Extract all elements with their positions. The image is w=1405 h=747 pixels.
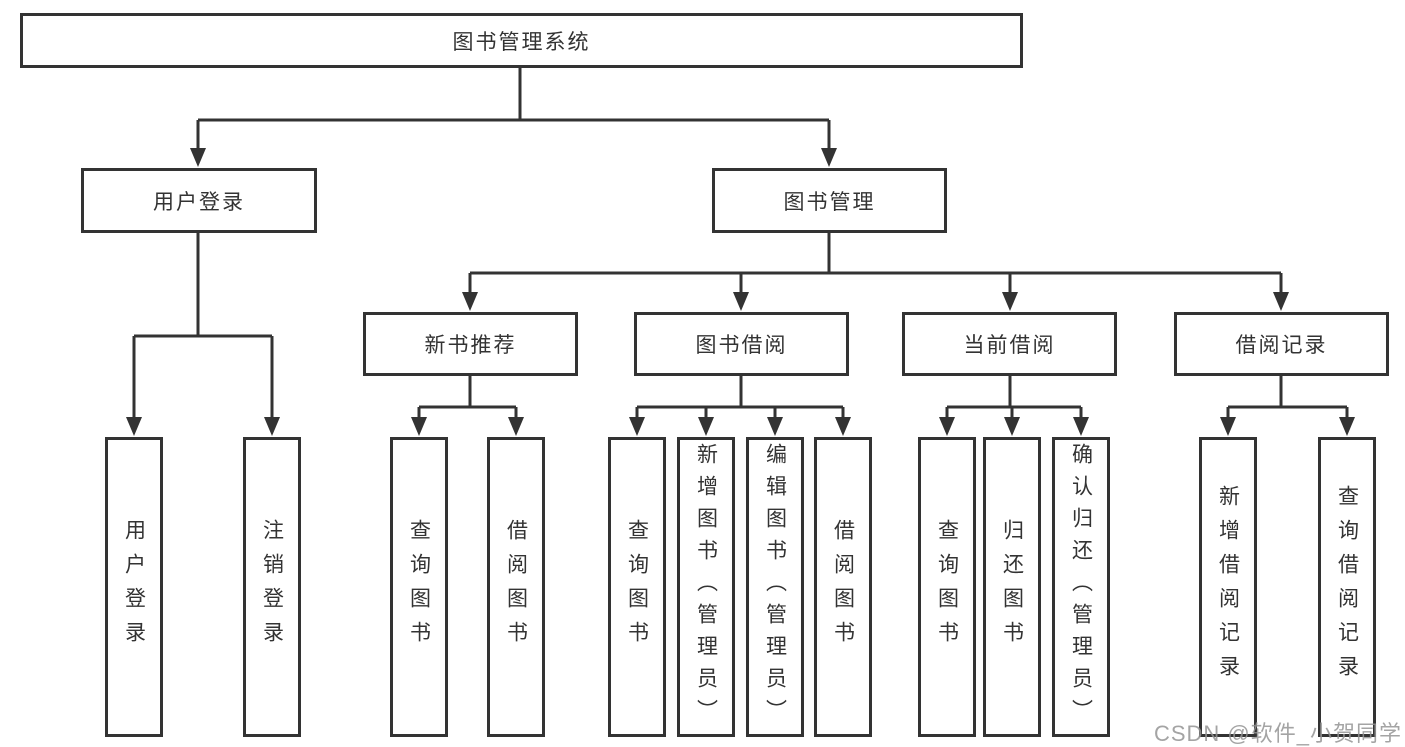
leaf-label: 用户登录 xyxy=(122,519,146,655)
leaf-label: 查询图书 xyxy=(625,519,649,655)
node-current-borrowing: 当前借阅 xyxy=(902,312,1117,376)
leaf-borrow-books-recommend: 借阅图书 xyxy=(487,437,545,737)
leaf-query-books-current: 查询图书 xyxy=(918,437,976,737)
leaf-label: 确认归还（管理员） xyxy=(1069,443,1093,731)
leaf-label: 归还图书 xyxy=(1000,519,1024,655)
leaf-user-login: 用户登录 xyxy=(105,437,163,737)
leaf-label: 编辑图书（管理员） xyxy=(763,443,787,731)
leaf-label: 查询图书 xyxy=(935,519,959,655)
node-library-management-system: 图书管理系统 xyxy=(20,13,1023,68)
node-label: 图书管理 xyxy=(783,190,876,214)
leaf-label: 查询图书 xyxy=(407,519,431,655)
node-label: 图书管理系统 xyxy=(452,30,591,54)
node-label: 图书借阅 xyxy=(695,334,788,357)
leaf-label: 查询借阅记录 xyxy=(1335,485,1359,689)
leaf-label: 新增图书（管理员） xyxy=(694,443,718,731)
node-user-login: 用户登录 xyxy=(81,168,317,233)
leaf-label: 借阅图书 xyxy=(831,519,855,655)
node-label: 新书推荐 xyxy=(424,334,517,357)
leaf-query-books-borrowing: 查询图书 xyxy=(608,437,666,737)
node-book-management: 图书管理 xyxy=(712,168,947,233)
leaf-logout: 注销登录 xyxy=(243,437,301,737)
leaf-query-borrow-record: 查询借阅记录 xyxy=(1318,437,1376,737)
csdn-watermark: CSDN @软件_小贺同学 xyxy=(1153,721,1402,746)
node-label: 用户登录 xyxy=(153,190,245,214)
leaf-return-books: 归还图书 xyxy=(983,437,1041,737)
node-label: 借阅记录 xyxy=(1235,334,1328,357)
leaf-label: 借阅图书 xyxy=(504,519,528,655)
leaf-confirm-return-admin: 确认归还（管理员） xyxy=(1052,437,1110,737)
leaf-add-borrow-record: 新增借阅记录 xyxy=(1199,437,1257,737)
leaf-label: 新增借阅记录 xyxy=(1216,485,1240,689)
node-label: 当前借阅 xyxy=(963,334,1056,357)
leaf-borrow-books: 借阅图书 xyxy=(814,437,872,737)
leaf-label: 注销登录 xyxy=(260,519,284,655)
leaf-query-books-recommend: 查询图书 xyxy=(390,437,448,737)
node-book-borrowing: 图书借阅 xyxy=(634,312,849,376)
leaf-edit-books-admin: 编辑图书（管理员） xyxy=(746,437,804,737)
node-borrowing-records: 借阅记录 xyxy=(1174,312,1389,376)
node-new-book-recommendation: 新书推荐 xyxy=(363,312,578,376)
leaf-add-books-admin: 新增图书（管理员） xyxy=(677,437,735,737)
